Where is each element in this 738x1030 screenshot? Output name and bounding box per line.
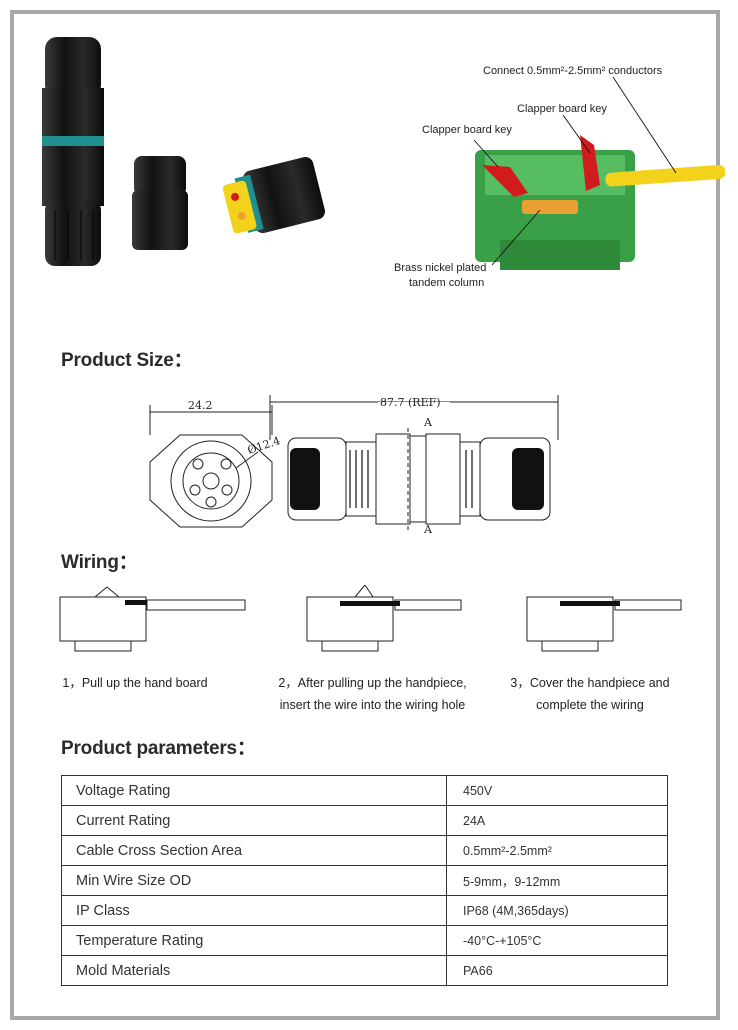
- callout-connect-conductors: Connect 0.5mm²-2.5mm² conductors: [483, 65, 663, 77]
- section-heading-wiring: Wiring：: [61, 552, 138, 573]
- param-label: Min Wire Size OD: [61, 865, 447, 896]
- terminal-cutaway-illustration: [473, 76, 725, 270]
- wiring-steps-drawing: [59, 585, 682, 652]
- dimension-drawing: 24.2 Ø12.4 87.7 (REF) A A: [149, 395, 559, 536]
- param-value: IP68 (4M,365days): [446, 895, 668, 926]
- wiring-step-3: 3，Cover the handpiece and complete the w…: [490, 672, 690, 716]
- callout-clapper-key-right: Clapper board key: [517, 103, 607, 115]
- param-value: PA66: [446, 955, 668, 986]
- step2-line1: 2，After pulling up the handpiece,: [278, 676, 467, 690]
- callout-brass-line2: tandem column: [409, 277, 485, 289]
- param-label: Current Rating: [61, 805, 447, 836]
- param-value: 5-9mm，9-12mm: [446, 865, 668, 896]
- param-value: 24A: [446, 805, 668, 836]
- param-label: Cable Cross Section Area: [61, 835, 447, 866]
- step3-line2: complete the wiring: [536, 698, 644, 712]
- dim-diameter: Ø12.4: [246, 434, 282, 457]
- step1-line1: 1，Pull up the hand board: [62, 676, 208, 690]
- wiring-step-1: 1，Pull up the hand board: [40, 672, 230, 694]
- section-a-top: A: [423, 416, 433, 429]
- step3-line1: 3，Cover the handpiece and: [510, 676, 670, 690]
- brass-column-icon: [522, 200, 578, 214]
- section-heading-product-size: Product Size：: [61, 350, 193, 371]
- param-label: Mold Materials: [61, 955, 447, 986]
- connector-product-photo: [42, 37, 325, 266]
- section-heading-parameters: Product parameters：: [61, 738, 256, 759]
- param-value: -40°C-+105°C: [446, 925, 668, 956]
- step2-line2: insert the wire into the wiring hole: [279, 698, 466, 712]
- param-value: 450V: [446, 775, 668, 806]
- param-label: Temperature Rating: [61, 925, 447, 956]
- section-a-bottom: A: [423, 523, 433, 536]
- callout-brass-line1: Brass nickel plated: [394, 262, 487, 274]
- dim-width: 24.2: [188, 399, 213, 412]
- wiring-step-2: 2，After pulling up the handpiece, insert…: [255, 672, 490, 716]
- page-frame: [10, 10, 720, 1020]
- param-label: Voltage Rating: [61, 775, 447, 806]
- param-value: 0.5mm²-2.5mm²: [446, 835, 668, 866]
- callout-clapper-key-left: Clapper board key: [422, 124, 512, 136]
- dim-length: 87.7 (REF): [380, 396, 441, 409]
- table-row: Temperature Rating-40°C-+105°C: [61, 925, 668, 956]
- param-label: IP Class: [61, 895, 447, 926]
